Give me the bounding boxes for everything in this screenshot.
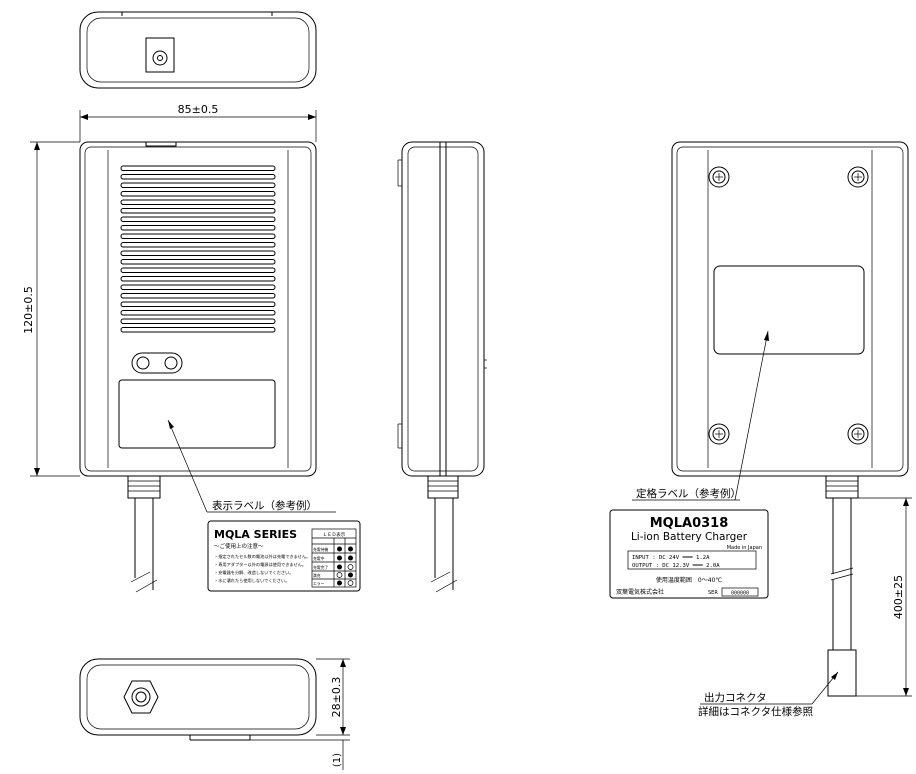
top-view xyxy=(79,11,317,89)
label-note-3: ・充電器を分解、改造しないでください。 xyxy=(214,569,293,576)
screw-top-left xyxy=(708,166,730,188)
vent-slot xyxy=(120,327,276,333)
connector-callout-1: 出力コネクタ xyxy=(704,691,767,704)
depth-dimension-text: 28±0.3 xyxy=(330,677,343,718)
bottom-view xyxy=(671,141,909,697)
vent-slot xyxy=(120,318,276,324)
label-series: MQLA SERIES xyxy=(214,528,297,541)
vent-slot xyxy=(120,233,276,239)
width-dimension-text: 85±0.5 xyxy=(178,103,219,116)
rating-input: INPUT : DC 24V ═══ 1.2A xyxy=(632,555,710,561)
label-note-1: ・指定されたセル数の電池以外は充電できません。 xyxy=(214,553,310,560)
led-row-3: 充電完了 xyxy=(313,565,328,570)
vent-slot xyxy=(120,225,276,231)
rating-ser-label: SER xyxy=(708,590,718,596)
label-note-4: ・水に濡れたら使用しないでください。 xyxy=(214,577,289,584)
rating-label-callout: 定格ラベル（参考例） xyxy=(636,487,741,500)
led-row-4: 満充 xyxy=(313,573,321,578)
height-dimension: 120±0.5 xyxy=(22,141,80,477)
led-table-header: ＬＥＤ表示 xyxy=(323,531,346,538)
extra-dimension-text: (1) xyxy=(332,753,343,767)
output-connector xyxy=(827,649,857,697)
label-subtitle: ～ご使用上の注意～ xyxy=(214,542,264,550)
rating-maker: 双葉電気株式会社 xyxy=(616,588,664,596)
led-row-2: 充電中 xyxy=(313,556,325,561)
vent-slot xyxy=(120,276,276,282)
lower-view xyxy=(79,658,317,741)
cable-length-dimension: 400±25 xyxy=(856,497,912,697)
vent-slot xyxy=(120,165,276,171)
rating-label-area xyxy=(713,265,865,355)
vent-slot xyxy=(120,293,276,299)
screw-top-right xyxy=(847,166,869,188)
screw-bottom-left xyxy=(708,423,730,445)
rating-product: Li-ion Battery Charger xyxy=(631,531,748,543)
cable-length-text: 400±25 xyxy=(892,575,905,619)
vent-slot xyxy=(120,310,276,316)
vent-slot xyxy=(120,199,276,205)
height-dimension-text: 120±0.5 xyxy=(22,286,35,334)
vent-slot xyxy=(120,259,276,265)
vent-slot xyxy=(120,216,276,222)
vent-slot xyxy=(120,174,276,180)
vent-slot xyxy=(120,267,276,273)
display-label-callout: 表示ラベル（参考例） xyxy=(212,499,317,512)
vent-slot xyxy=(120,284,276,290)
label-note-2: ・専用アダプター以外の電源は使用できません。 xyxy=(214,561,306,568)
vent-slot xyxy=(120,250,276,256)
connector-callout-2: 詳細はコネクタ仕様参照 xyxy=(698,705,814,718)
rating-label-example: MQLA0318 Li-ion Battery Charger Made in … xyxy=(609,509,769,599)
front-label-example: MQLA SERIES ～ご使用上の注意～ ・指定されたセル数の電池以外は充電で… xyxy=(207,520,361,592)
nut-icon xyxy=(123,680,159,714)
vent-slot xyxy=(120,301,276,307)
vent-slot xyxy=(120,208,276,214)
led-row-5: エラー xyxy=(313,581,325,586)
rating-origin: Made in Japan xyxy=(727,545,762,551)
depth-dimension: 28±0.3 (1) xyxy=(250,658,350,770)
side-view xyxy=(397,141,487,593)
cable-gland xyxy=(127,475,161,499)
led-row-1: 充電待機 xyxy=(313,547,328,552)
rating-temp: 使用温度範囲 0～40℃ xyxy=(656,576,722,584)
rating-model: MQLA0318 xyxy=(650,516,729,531)
led-window xyxy=(131,352,183,374)
vent-slot xyxy=(120,191,276,197)
vent-slot xyxy=(120,182,276,188)
vent-slot xyxy=(120,242,276,248)
label-area xyxy=(118,379,276,449)
screw-bottom-right xyxy=(847,423,869,445)
rating-output: OUTPUT : DC 12.3V ═══ 2.0A xyxy=(632,563,720,569)
width-dimension: 85±0.5 xyxy=(79,103,317,142)
rating-ser-value: 000000 xyxy=(731,591,749,597)
front-view xyxy=(79,141,317,593)
vent-slots xyxy=(120,165,276,333)
